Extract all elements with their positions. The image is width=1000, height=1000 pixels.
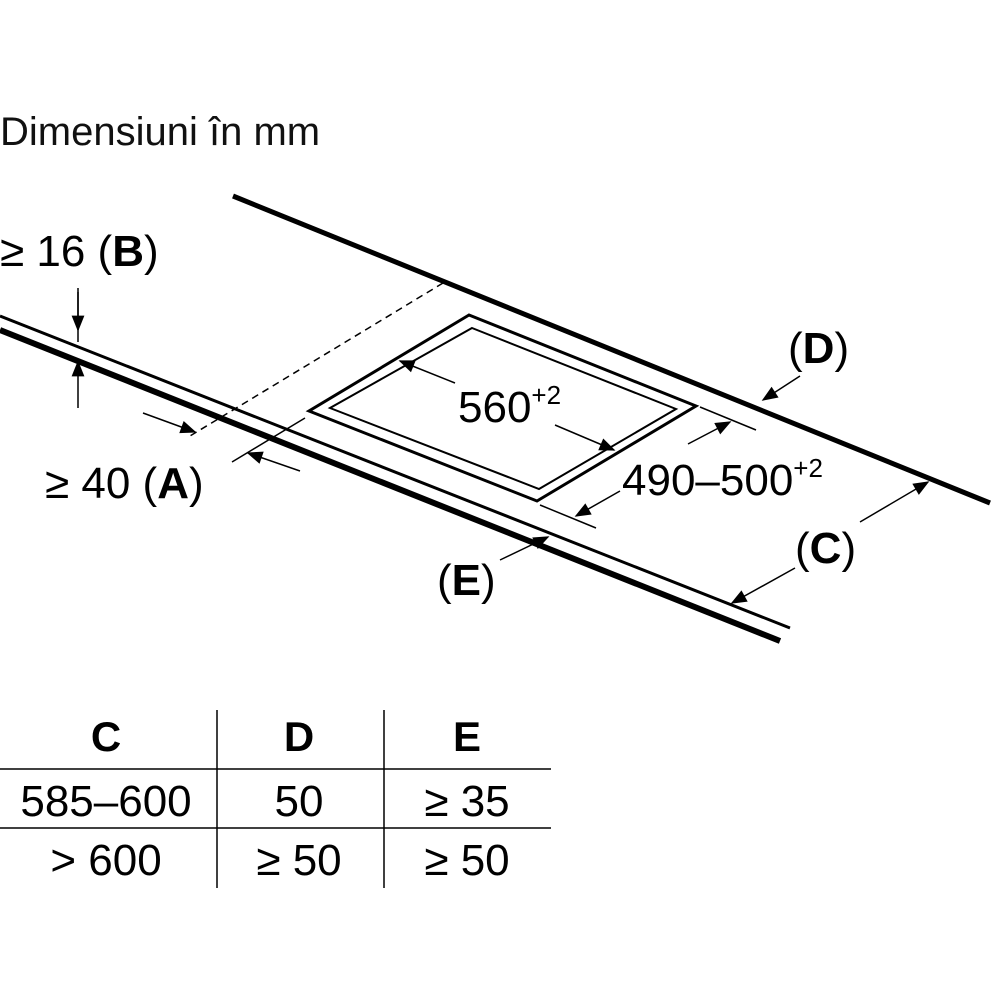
label-depth-490-500: 490–500+2	[622, 453, 823, 505]
table-cell: ≥ 50	[256, 836, 341, 885]
table-cell: 585–600	[20, 777, 191, 826]
label-a: ≥ 40 (A)	[45, 459, 204, 508]
worktop-back-edge	[232, 193, 991, 506]
table-cell: ≥ 50	[424, 836, 509, 885]
label-d: (D)	[788, 324, 849, 373]
table-cell: ≥ 35	[424, 777, 509, 826]
worktop-front-edge	[0, 314, 791, 644]
table-header-c: C	[91, 713, 121, 760]
worktop-depth-dimension-c	[730, 481, 930, 604]
dashed-reference-line	[189, 282, 444, 437]
front-distance-arrow-e	[499, 536, 550, 561]
table-cell: > 600	[50, 836, 161, 885]
label-c: (C)	[795, 524, 856, 573]
label-b: ≥ 16 (B)	[0, 227, 159, 276]
diagram-title: Dimensiuni în mm	[0, 110, 320, 154]
back-distance-arrow-d	[761, 375, 801, 401]
dimension-table: C D E 585–600 50 ≥ 35 > 600 ≥ 50 ≥ 50	[0, 710, 551, 888]
width-dimension-arrows	[398, 360, 616, 451]
table-cell: 50	[275, 777, 324, 826]
label-e: (E)	[437, 556, 496, 605]
table-header-e: E	[453, 713, 481, 760]
table-header-d: D	[284, 713, 314, 760]
label-width-560: 560+2	[458, 380, 561, 432]
depth-dimension-arrows	[539, 406, 757, 529]
hob-cutout	[305, 313, 700, 503]
front-distance-dimension-a	[142, 412, 306, 472]
